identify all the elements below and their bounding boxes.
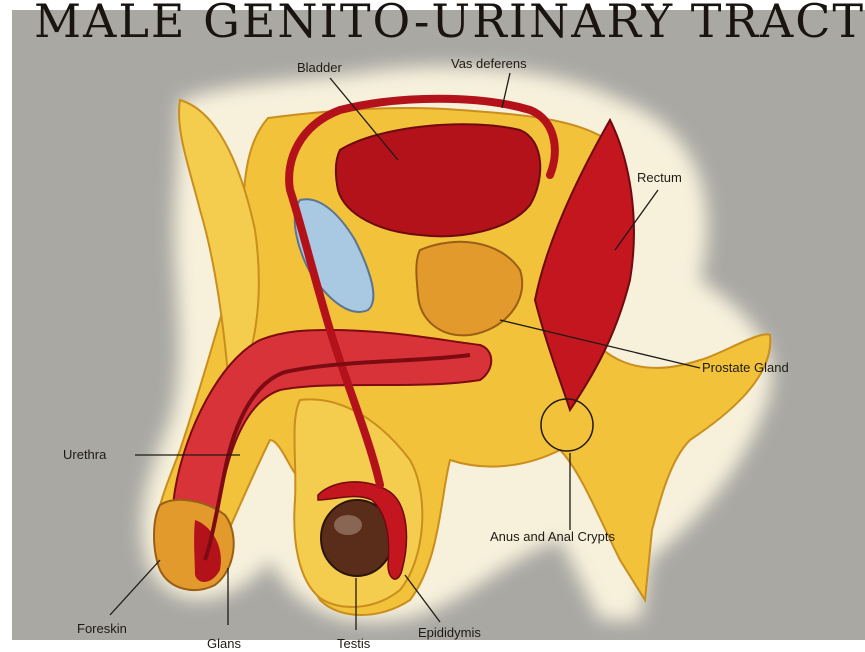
label-testis: Testis [337,636,370,651]
bladder [336,124,540,236]
label-glans: Glans [207,636,241,651]
label-urethra: Urethra [63,447,106,462]
label-epididymis: Epididymis [418,625,481,640]
label-foreskin: Foreskin [77,621,127,636]
label-prostate: Prostate Gland [702,360,789,375]
label-vas-deferens: Vas deferens [451,56,527,71]
glans [154,500,234,590]
page-title: MALE GENITO-URINARY TRACT [34,0,865,48]
testis-highlight [334,515,362,535]
label-rectum: Rectum [637,170,682,185]
label-bladder: Bladder [297,60,342,75]
label-anus: Anus and Anal Crypts [490,529,615,544]
